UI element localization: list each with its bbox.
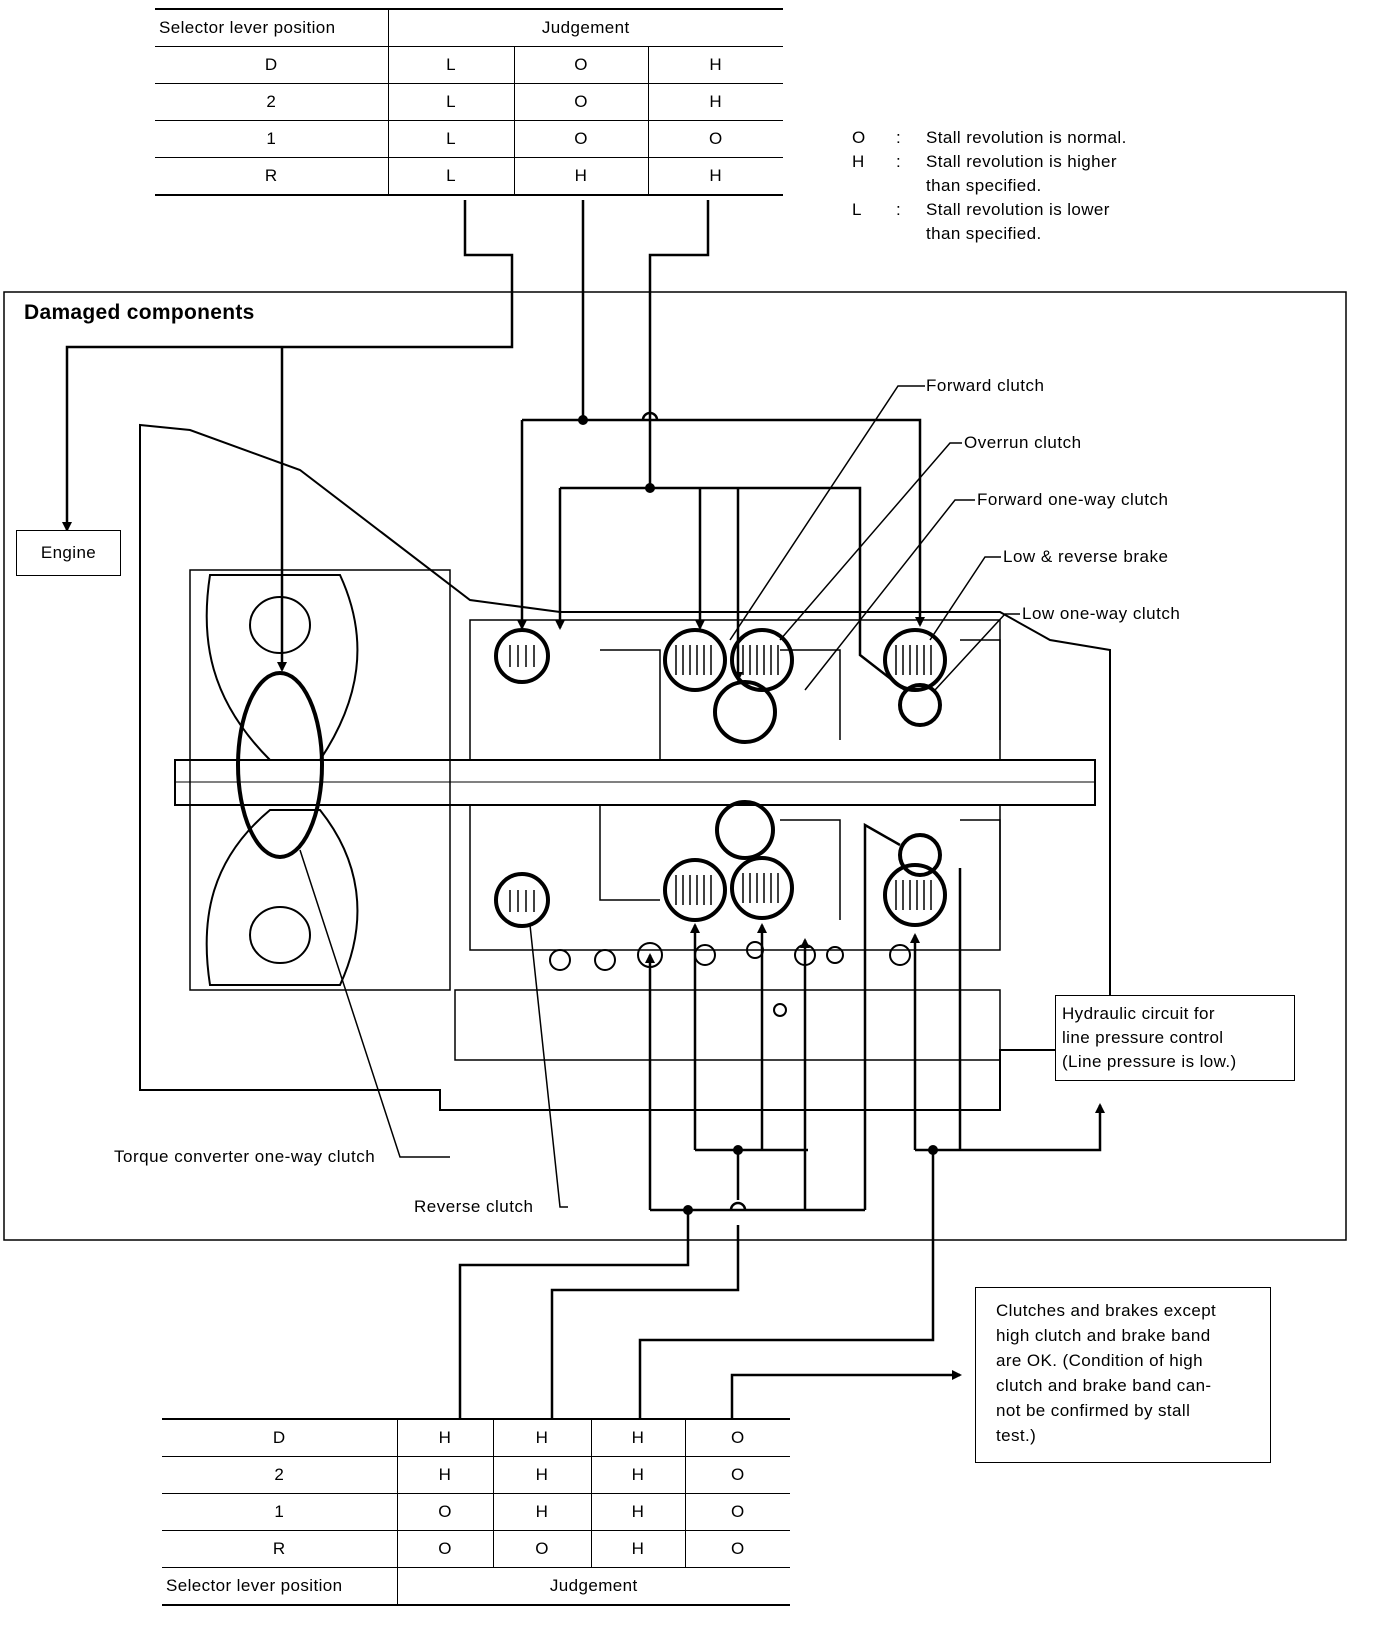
table-row: 1 L O O xyxy=(155,120,783,158)
cell: H xyxy=(492,1493,591,1531)
cell: H xyxy=(590,1530,685,1568)
top-connector-lines xyxy=(62,200,925,691)
center-lower-highlight xyxy=(715,800,775,860)
bottom-footer-selector: Selector lever position xyxy=(162,1567,397,1606)
table-row: D L O H xyxy=(155,46,783,84)
legend-text: Stall revolution is normal. xyxy=(926,128,1127,147)
transmission-cross-section xyxy=(139,423,1111,1111)
legend-key: O xyxy=(852,128,866,147)
cell: O xyxy=(513,46,648,84)
legend-sep: : xyxy=(896,152,902,171)
cell: H xyxy=(492,1456,591,1494)
cell: O xyxy=(513,120,648,158)
cell: O xyxy=(684,1456,790,1494)
bottom-judgement-table: D H H H O 2 H H H O 1 O H H O R O O H O … xyxy=(162,1418,790,1606)
cell: O xyxy=(396,1530,493,1568)
cell-pos: 2 xyxy=(162,1456,397,1494)
cell: O xyxy=(396,1493,493,1531)
legend-item: L : Stall revolution is lower than speci… xyxy=(852,198,1186,246)
cell: O xyxy=(684,1418,790,1457)
legend-item: O : Stall revolution is normal. xyxy=(852,126,1186,150)
cell: H xyxy=(590,1418,685,1457)
cell: O xyxy=(684,1493,790,1531)
cell: L xyxy=(387,120,514,158)
low-one-way-lower-highlight xyxy=(898,833,942,877)
cell: H xyxy=(513,157,648,196)
hydraulic-circuit-box: Hydraulic circuit for line pressure cont… xyxy=(1055,995,1295,1081)
cell: H xyxy=(647,83,783,121)
label-low-reverse-brake: Low & reverse brake xyxy=(1003,547,1169,566)
cell: O xyxy=(647,120,783,158)
table-row: D H H H O xyxy=(162,1418,790,1457)
label-reverse-clutch: Reverse clutch xyxy=(414,1197,534,1216)
cell-pos: 1 xyxy=(155,120,388,158)
cell: L xyxy=(387,46,514,84)
top-judgement-table: Selector lever position Judgement D L O … xyxy=(155,8,783,196)
table-row: 2 H H H O xyxy=(162,1456,790,1494)
table-row: 2 L O H xyxy=(155,83,783,121)
low-reverse-lower-highlight xyxy=(883,863,947,927)
low-reverse-brake-highlight xyxy=(883,628,947,692)
cell: H xyxy=(590,1456,685,1494)
cell-pos: 2 xyxy=(155,83,388,121)
legend: O : Stall revolution is normal. H : Stal… xyxy=(852,126,1186,246)
cell: H xyxy=(396,1418,493,1457)
legend-key: H xyxy=(852,152,865,171)
cell: O xyxy=(684,1530,790,1568)
table-row: R L H H xyxy=(155,157,783,196)
legend-text: Stall revolution is lower than specified… xyxy=(926,200,1110,243)
cell: H xyxy=(492,1418,591,1457)
bottom-connector-lines xyxy=(458,822,1105,1418)
cell: H xyxy=(647,46,783,84)
cell: H xyxy=(647,157,783,196)
legend-sep: : xyxy=(896,200,902,219)
forward-one-way-clutch-highlight xyxy=(730,628,794,692)
legend-text: Stall revolution is higher than specifie… xyxy=(926,152,1117,195)
ok-result-box: Clutches and brakes except high clutch a… xyxy=(975,1287,1271,1463)
table-row: 1 O H H O xyxy=(162,1493,790,1531)
table-row: R O O H O xyxy=(162,1530,790,1568)
overrun-clutch-highlight xyxy=(663,628,727,692)
forward-clutch-highlight xyxy=(494,628,550,684)
bottom-footer-judgement: Judgement xyxy=(396,1567,790,1606)
label-forward-clutch: Forward clutch xyxy=(926,376,1045,395)
legend-sep: : xyxy=(896,128,902,147)
center-upper-highlight xyxy=(713,680,777,744)
section-title: Damaged components xyxy=(24,301,255,324)
label-low-one-way-clutch: Low one-way clutch xyxy=(1022,604,1181,623)
label-overrun-clutch: Overrun clutch xyxy=(964,433,1082,452)
top-header-selector: Selector lever position xyxy=(155,8,388,47)
cell-pos: 1 xyxy=(162,1493,397,1531)
damaged-components-frame xyxy=(3,291,1347,1241)
clutch-plate-hatching xyxy=(509,645,932,912)
cell: L xyxy=(387,83,514,121)
forward-one-way-lower-highlight xyxy=(730,856,794,920)
cell: H xyxy=(396,1456,493,1494)
cell: H xyxy=(590,1493,685,1531)
cell: L xyxy=(387,157,514,196)
legend-item: H : Stall revolution is higher than spec… xyxy=(852,150,1186,198)
cell-pos: R xyxy=(155,157,388,196)
reverse-clutch-highlight xyxy=(494,872,550,928)
label-forward-one-way-clutch: Forward one-way clutch xyxy=(977,490,1169,509)
component-highlight-circles xyxy=(236,628,947,928)
overrun-lower-highlight xyxy=(663,858,727,922)
legend-key: L xyxy=(852,200,862,219)
cell-pos: R xyxy=(162,1530,397,1568)
label-leader-lines xyxy=(299,385,1020,1208)
top-header-judgement: Judgement xyxy=(387,8,783,47)
low-one-way-clutch-highlight xyxy=(898,683,942,727)
label-torque-converter-one-way-clutch: Torque converter one-way clutch xyxy=(114,1147,376,1166)
engine-box: Engine xyxy=(16,530,121,576)
cell: O xyxy=(492,1530,591,1568)
cell-pos: D xyxy=(155,46,388,84)
cell-pos: D xyxy=(162,1418,397,1457)
torque-converter-one-way-clutch-highlight xyxy=(236,671,324,859)
cell: O xyxy=(513,83,648,121)
